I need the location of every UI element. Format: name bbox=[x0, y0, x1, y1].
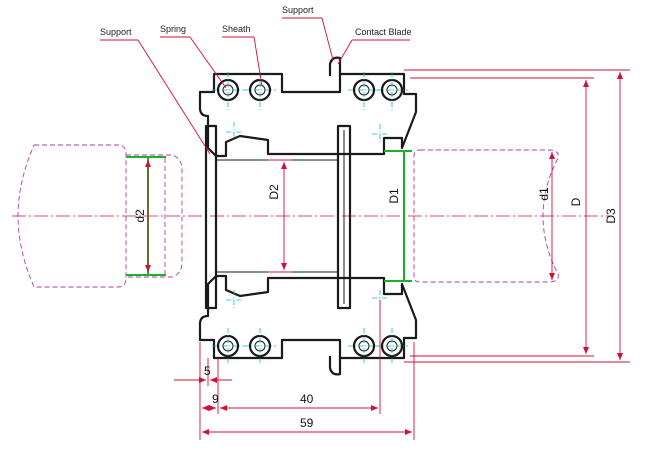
dim-text-D: D bbox=[569, 197, 583, 206]
dim-text-d1: d1 bbox=[537, 187, 551, 201]
spring-centerlines bbox=[212, 72, 408, 364]
contact-blade-bottom bbox=[328, 356, 342, 376]
dim-text-5: 5 bbox=[204, 364, 211, 378]
label-leaders bbox=[100, 17, 410, 155]
lower-housing bbox=[198, 274, 418, 360]
left-mating-part bbox=[17, 144, 127, 288]
label-sheath: Sheath bbox=[222, 24, 251, 34]
label-contact-blade: Contact Blade bbox=[355, 27, 412, 37]
dimension-extension-lines bbox=[199, 300, 415, 440]
dim-text-59: 59 bbox=[300, 416, 314, 430]
dimension-D3 bbox=[404, 69, 630, 363]
upper-housing bbox=[198, 72, 418, 158]
dimension-D2 bbox=[268, 159, 292, 273]
dim-text-D3: D3 bbox=[604, 208, 618, 224]
dim-text-D2: D2 bbox=[267, 184, 281, 200]
middle-support-plate bbox=[336, 124, 352, 310]
left-mating-flange bbox=[126, 154, 183, 278]
dim-text-d2: d2 bbox=[133, 209, 147, 223]
dim-text-D1: D1 bbox=[387, 188, 401, 204]
dim-text-9: 9 bbox=[212, 392, 219, 406]
label-spring: Spring bbox=[160, 24, 186, 34]
dim-text-40: 40 bbox=[300, 392, 314, 406]
label-support-top: Support bbox=[282, 5, 314, 15]
dimension-D bbox=[410, 77, 594, 357]
contact-blade-top bbox=[328, 56, 342, 76]
label-support-left: Support bbox=[100, 27, 132, 37]
